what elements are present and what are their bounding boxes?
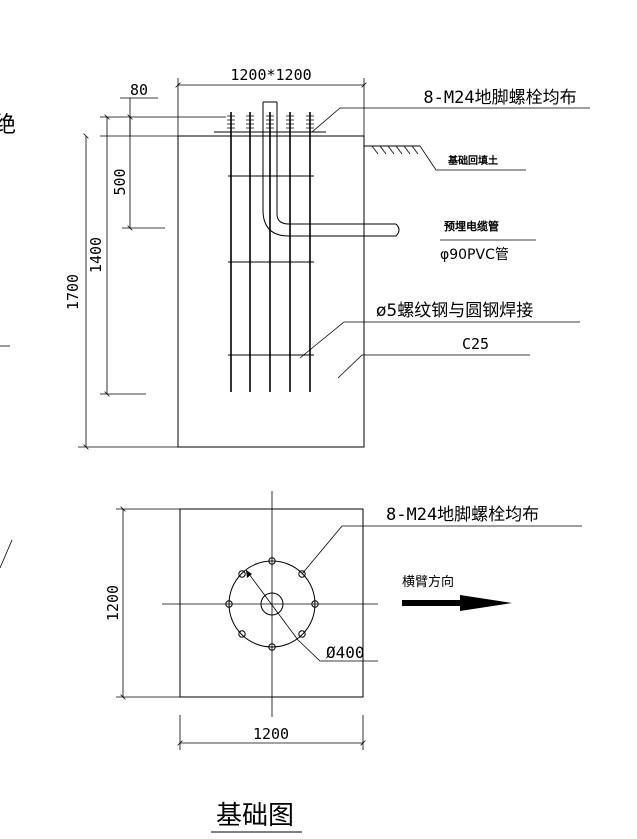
pvc-label: φ90PVC管 — [440, 247, 509, 263]
bolt-circle — [228, 560, 316, 648]
plan-concrete-block — [179, 508, 364, 698]
dim-500-label: 500 — [111, 168, 129, 195]
bolt-hole — [225, 600, 233, 608]
conduit-pipe-outer — [262, 102, 396, 237]
conduit-pipe-inner — [276, 102, 396, 225]
bolts-leader — [311, 107, 590, 133]
bolt-hole — [298, 630, 306, 638]
dim-1700-label: 1700 — [64, 274, 82, 310]
plan-view: Ø400 8-M24地脚螺栓均布 横臂方向 1200 1200 — [104, 491, 582, 750]
backfill-label: 基础回填土 — [447, 154, 498, 167]
edge-glyph: 绝 — [0, 113, 16, 138]
conduit-label: 预埋电缆管 — [444, 219, 499, 233]
concrete-block — [177, 135, 365, 448]
ground-hatch — [371, 145, 419, 155]
weld-label: ø5螺纹钢与圆钢焊接 — [376, 301, 533, 321]
bolt-hole — [298, 570, 306, 578]
dim-1400-label: 1400 — [87, 237, 105, 273]
bolt-hole — [268, 557, 276, 565]
anchor-bolts — [227, 112, 314, 392]
plan-dim-width-label: 1200 — [253, 725, 289, 743]
bolt-hole — [268, 643, 276, 651]
backfill-leader — [419, 145, 526, 171]
diameter-leader — [297, 639, 378, 662]
circle-dim-label: Ø400 — [326, 643, 365, 662]
arm-direction-arrow-shaft — [402, 600, 462, 606]
bolt-hole — [238, 570, 246, 578]
plan-dim-height-label: 1200 — [104, 585, 122, 621]
concrete-grade-label: C25 — [462, 335, 489, 353]
conduit-end — [395, 223, 400, 237]
bolt-hole — [238, 630, 246, 638]
bolt-hole — [311, 600, 319, 608]
plan-bolts — [225, 557, 319, 651]
arm-direction-arrow-icon — [460, 595, 512, 611]
elevation-view: 1200*1200 80 500 1400 1700 — [64, 66, 590, 450]
plan-bolts-leader — [301, 525, 582, 575]
dim-width-label: 1200*1200 — [230, 66, 311, 84]
arm-direction-label: 横臂方向 — [402, 574, 454, 590]
diameter-line — [245, 569, 299, 641]
center-hole — [260, 592, 284, 616]
weld-leader — [299, 321, 580, 359]
plan-bolts-label: 8-M24地脚螺栓均布 — [386, 505, 539, 525]
dim-80-label: 80 — [130, 81, 148, 99]
bolts-label: 8-M24地脚螺栓均布 — [423, 88, 576, 108]
drawing-title: 基础图 — [216, 801, 294, 831]
c25-leader — [337, 354, 530, 379]
edge-line — [0, 539, 13, 569]
